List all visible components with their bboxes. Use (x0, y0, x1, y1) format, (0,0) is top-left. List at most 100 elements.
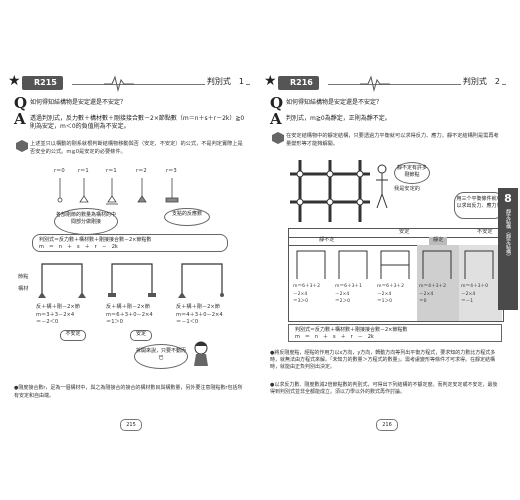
formula-box: 判別式＝反力數＋構材數＋剛接接合數－2×節點數 m ＝ n ＋ s ＋ r － … (32, 234, 228, 252)
label-member: 構材 (18, 286, 29, 292)
explanation-paragraph: 在安定結構物中的靜定結構，只要透過力平衡就可以求得反力、應力，靜不定結構則是需再… (286, 133, 499, 147)
table-header-row: 安定 不安定 (289, 229, 503, 238)
a-letter: A (270, 110, 282, 128)
cartoon-character-icon (194, 341, 208, 366)
formula-text: 判別式＝反力數＋構材數＋剛接接合數－2×節點數 (39, 237, 152, 243)
label-joint: 節點 (18, 274, 29, 280)
eq-line: ＝1＞0 (106, 319, 123, 325)
hexagon-icon (272, 132, 284, 144)
eq-line: 反＋構＋剛－2×節 (36, 304, 80, 310)
cell-equation: m＝4＋3＋2 －2×4 ＝0 (419, 283, 459, 306)
cartoon-bubble: 拆開來說，只要不動而已 (134, 344, 188, 369)
r-label: r＝0 (54, 168, 65, 174)
cell-line: －2×4 (335, 291, 350, 297)
formula-text: 判別式＝反力數＋構材數＋剛接接合數－2×節點數 (295, 327, 408, 333)
cell-line: m＝4＋3＋0 (461, 284, 489, 289)
pulse-icon (360, 75, 390, 92)
cell-line: －2×4 (419, 291, 434, 297)
explanation-paragraph: 上述並只以構動的剛系就根判斷結構物移動與否（安定、不安定）的公式，不是判定實際上… (30, 141, 243, 155)
page-number: 215 (120, 419, 142, 431)
page-number: 216 (376, 419, 398, 431)
section-tag: R216 (278, 76, 319, 90)
cell-line: ＝0 (419, 299, 427, 304)
eq-line: m＝3＋3－2×4 (36, 311, 75, 318)
sub-determinate: 靜定 (429, 237, 448, 245)
determinate-column (417, 245, 459, 321)
eq-line: m＝4＋3＋0－2×4 (176, 311, 223, 318)
cell-equation: m＝6＋3＋1 －2×4 ＝2＞0 (335, 283, 375, 306)
table-frames-illustration (296, 250, 494, 279)
section-tag: R215 (22, 76, 63, 90)
cell-line: ＝1＞0 (377, 299, 393, 304)
page-header: ★ R216 判別式 2 (264, 74, 506, 94)
cell-line: m＝4＋3＋2 (419, 284, 447, 289)
formula-symbols: m ＝ n ＋ s ＋ r － 2k (39, 244, 118, 250)
table-subheader-row: 靜不定 靜定 (289, 237, 503, 246)
r-label: r＝3 (166, 168, 177, 174)
cell-line: －2×4 (461, 291, 476, 297)
cell-equation: m＝6＋3＋2 －2×4 ＝1＞0 (377, 283, 417, 306)
answer-text: 判別式，m≧0為靜定，正則為靜不定。 (286, 115, 391, 122)
supports-illustration (57, 178, 179, 205)
rigid-frame-illustration (290, 160, 370, 222)
equation-2: 反＋構＋剛－2×節 m＝6＋3＋0－2×4 ＝1＞0 (106, 304, 176, 327)
sub-indeterminate: 靜不定 (319, 237, 335, 243)
support-diagram: r＝0 r＝1 r＝1 r＝2 r＝3 (54, 168, 214, 206)
label-stable: 我是安定的 (394, 186, 420, 192)
star-icon: ★ (8, 73, 21, 89)
cell-line: m＝6＋3＋2 (377, 284, 405, 289)
q-letter: Q (14, 94, 28, 112)
unstable-column (459, 245, 502, 321)
cell-line: －2×4 (293, 291, 308, 297)
cell-line: m＝6＋3＋2 (293, 284, 321, 289)
header-rule (72, 84, 250, 85)
right-page: ★ R216 判別式 2 Q 如何得知結構物是安定還是不安定？ A 判別式，m≧… (264, 68, 506, 433)
eq-line: ＝－2＜0 (36, 319, 59, 325)
cell-line: ＝－1 (461, 299, 474, 304)
formula-symbols: m ＝ n ＋ s ＋ r － 2k (295, 334, 374, 340)
pulse-icon (104, 75, 134, 92)
cell-line: －2×4 (377, 291, 392, 297)
q-letter: Q (270, 94, 284, 112)
equation-1: 反＋構＋剛－2×節 m＝3＋3－2×4 ＝－2＜0 (36, 304, 102, 327)
r-label: r＝2 (136, 168, 147, 174)
cell-line: m＝6＋3＋1 (335, 284, 363, 289)
section-title: 判別式 1 (204, 76, 246, 87)
person-figure-icon (376, 164, 388, 209)
footnote-2: ●以求反力數、剛度數減2倍節點數的判別式，可得出下列結構的不靜定度。而判定安定或… (270, 382, 498, 395)
star-icon: ★ (264, 73, 277, 89)
header-unstable: 不安定 (477, 229, 493, 235)
answer-text: 透過判別式，反力數＋構材數＋剛接接合數－2×節點數（m＝n＋s＋r－2k）≧0則… (30, 115, 245, 130)
speech-bubble: 靜不定有許多剛節點 (394, 162, 430, 184)
page-header: ★ R215 判別式 1 (8, 74, 250, 94)
chapter-label: 靜定結構（靜定結構） (505, 209, 511, 259)
eq-line: m＝6＋3＋0－2×4 (106, 311, 153, 318)
cell-line: ＝2＞0 (335, 299, 351, 304)
eq-line: 反＋構＋剛－2×節 (176, 304, 220, 310)
stamp-stable: 安定 (130, 330, 152, 341)
frames-illustration (38, 263, 224, 298)
question-text: 如何得知結構物是安定還是不安定？ (286, 99, 383, 106)
equation-3: 反＋構＋剛－2×節 m＝4＋3＋0－2×4 ＝－1＜0 (176, 304, 248, 327)
comparison-table: 安定 不安定 靜不定 靜定 m＝6＋3＋2 －2×4 ＝3＞0 m＝6＋3＋1 … (288, 228, 504, 322)
speech-bubble: 用三个平衡條件就可以求出反力、應力！ (454, 192, 504, 219)
r-label: r＝1 (78, 168, 89, 174)
formula-box: 判別式＝反力數＋構材數＋剛接接合數－2×節點數 m ＝ n ＋ s ＋ r － … (288, 324, 502, 342)
a-letter: A (14, 110, 26, 128)
cell-equation: m＝4＋3＋0 －2×4 ＝－1 (461, 283, 501, 306)
footnote-1: ●將反剛度點，經點的作用力以x方向，y方向，轉動方向等列出平衡方程式，要求知的力… (270, 350, 496, 370)
r-label: r＝1 (106, 168, 117, 174)
eq-line: 反＋構＋剛－2×節 (106, 304, 150, 310)
hexagon-icon (16, 140, 28, 152)
section-title: 判別式 2 (460, 76, 502, 87)
header-stable: 安定 (399, 229, 410, 235)
cell-equation: m＝6＋3＋2 －2×4 ＝3＞0 (293, 283, 333, 306)
question-text: 如何得知結構物是安定還是不安定？ (30, 99, 127, 106)
left-page: ★ R215 判別式 1 Q 如何得知結構物是安定還是不安定？ A 透過判別式，… (8, 68, 250, 433)
cell-line: ＝3＞0 (293, 299, 309, 304)
header-rule (328, 84, 506, 85)
stamp-unstable: 不安定 (60, 330, 86, 341)
footnote: ●剛度接合數r，足為一個構材中，與之為剛接合的接合的構材數目與構數量，另外要注意… (14, 385, 243, 399)
speech-bubble: 支點的反應數 (164, 208, 210, 226)
chapter-side-tab: 8 靜定結構（靜定結構） (498, 188, 518, 310)
